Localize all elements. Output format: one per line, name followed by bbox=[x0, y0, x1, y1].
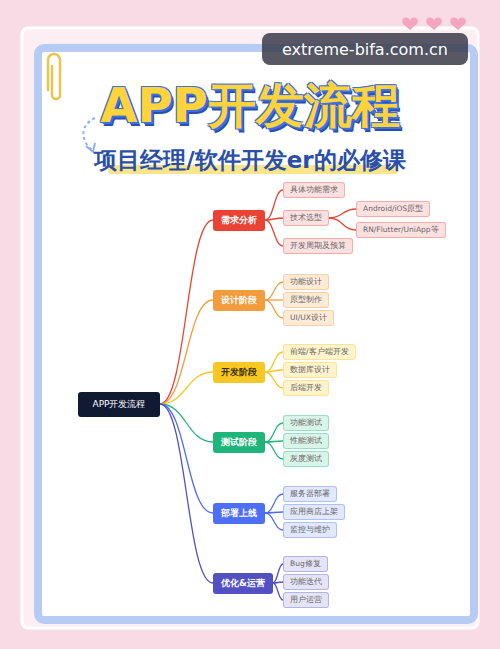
item-box: 功能迭代 bbox=[283, 574, 329, 590]
item-box: 监控与维护 bbox=[283, 522, 337, 538]
item-box: 用户运营 bbox=[283, 592, 329, 608]
item-box: 具体功能需求 bbox=[283, 182, 345, 198]
item-box: 灰度测试 bbox=[283, 451, 329, 467]
item-box: 前端/客户端开发 bbox=[283, 344, 356, 360]
node-text: 优化&运营 bbox=[221, 577, 265, 590]
branch-connector bbox=[329, 218, 356, 230]
stage-box: 设计阶段 bbox=[213, 290, 265, 311]
curved-arrow bbox=[83, 118, 95, 150]
item-box: 技术选型 bbox=[283, 210, 329, 226]
node-text: 服务器部署 bbox=[290, 489, 330, 499]
node-text: 性能测试 bbox=[290, 436, 322, 446]
branch-connector bbox=[265, 441, 283, 442]
title: APP开发流程 bbox=[0, 74, 500, 138]
branch-connector bbox=[273, 583, 283, 600]
node-text: 应用商店上架 bbox=[290, 507, 338, 517]
card bbox=[38, 48, 474, 620]
item-box: 性能测试 bbox=[283, 433, 329, 449]
branch-connector bbox=[265, 494, 283, 513]
hearts bbox=[402, 17, 465, 30]
item-box: 服务器部署 bbox=[283, 486, 337, 502]
subtitle: 项目经理/软件开发er的必修课 bbox=[0, 145, 500, 176]
branch-connector bbox=[273, 564, 283, 583]
item-box: 后端开发 bbox=[283, 380, 329, 396]
item-box: UI/UX设计 bbox=[283, 310, 334, 326]
item-box: 应用商店上架 bbox=[283, 504, 345, 520]
watermark-pill bbox=[262, 33, 468, 65]
branch-connector bbox=[265, 282, 283, 300]
node-text: 开发周期及预算 bbox=[290, 241, 346, 251]
branch-connector bbox=[265, 300, 283, 318]
node-text: 需求分析 bbox=[221, 214, 257, 227]
branch-connector bbox=[265, 442, 283, 459]
node-text: 具体功能需求 bbox=[290, 185, 338, 195]
node-text: 技术选型 bbox=[290, 213, 322, 223]
stage-box: 测试阶段 bbox=[213, 432, 265, 453]
node-text: 功能测试 bbox=[290, 418, 322, 428]
stage-box: 部署上线 bbox=[213, 503, 265, 524]
branch-connector bbox=[160, 404, 213, 583]
node-text: UI/UX设计 bbox=[290, 313, 327, 323]
node-text: 原型制作 bbox=[290, 295, 322, 305]
stage-box: 需求分析 bbox=[213, 210, 265, 231]
branch-connector bbox=[160, 372, 213, 404]
node-text: 用户运营 bbox=[290, 595, 322, 605]
branch-connector bbox=[265, 370, 283, 372]
item-box: 开发周期及预算 bbox=[283, 238, 353, 254]
root-box: APP开发流程 bbox=[78, 392, 160, 417]
node-text: 部署上线 bbox=[221, 507, 257, 520]
branch-connector bbox=[265, 423, 283, 442]
branch-connector bbox=[160, 300, 213, 404]
node-text: 设计阶段 bbox=[221, 294, 257, 307]
node-text: RN/Flutter/UniApp等 bbox=[363, 225, 439, 235]
node-text: 测试阶段 bbox=[221, 436, 257, 449]
branch-connector bbox=[265, 352, 283, 372]
item-box: 原型制作 bbox=[283, 292, 329, 308]
branch-connector bbox=[265, 218, 283, 220]
node-text: 开发阶段 bbox=[221, 366, 257, 379]
node-text: APP开发流程 bbox=[88, 398, 150, 411]
branch-connector bbox=[265, 512, 283, 513]
arrow-head bbox=[86, 143, 95, 152]
node-text: 灰度测试 bbox=[290, 454, 322, 464]
watermark: extreme-bifa.com.cn bbox=[262, 40, 468, 59]
item-box: RN/Flutter/UniApp等 bbox=[356, 222, 446, 238]
branch-connector bbox=[160, 220, 213, 404]
branch-connector bbox=[273, 582, 283, 583]
branch-connector bbox=[265, 220, 283, 246]
node-text: 前端/客户端开发 bbox=[290, 347, 349, 357]
item-box: 数据库设计 bbox=[283, 362, 337, 378]
node-text: 数据库设计 bbox=[290, 365, 330, 375]
item-box: Bug修复 bbox=[283, 556, 328, 572]
node-text: 功能迭代 bbox=[290, 577, 322, 587]
branch-connector bbox=[265, 190, 283, 220]
node-text: 功能设计 bbox=[290, 277, 322, 287]
branch-connector bbox=[265, 372, 283, 388]
item-box: 功能测试 bbox=[283, 415, 329, 431]
paperclip bbox=[48, 54, 60, 99]
node-text: Android/iOS原型 bbox=[363, 204, 423, 214]
node-text: 后端开发 bbox=[290, 383, 322, 393]
item-box: 功能设计 bbox=[283, 274, 329, 290]
node-text: 监控与维护 bbox=[290, 525, 330, 535]
item-box: Android/iOS原型 bbox=[356, 201, 430, 217]
branch-connector bbox=[265, 513, 283, 530]
node-text: Bug修复 bbox=[290, 559, 321, 569]
stage-box: 开发阶段 bbox=[213, 362, 265, 383]
stage-box: 优化&运营 bbox=[213, 573, 273, 594]
branch-connector bbox=[329, 209, 356, 218]
